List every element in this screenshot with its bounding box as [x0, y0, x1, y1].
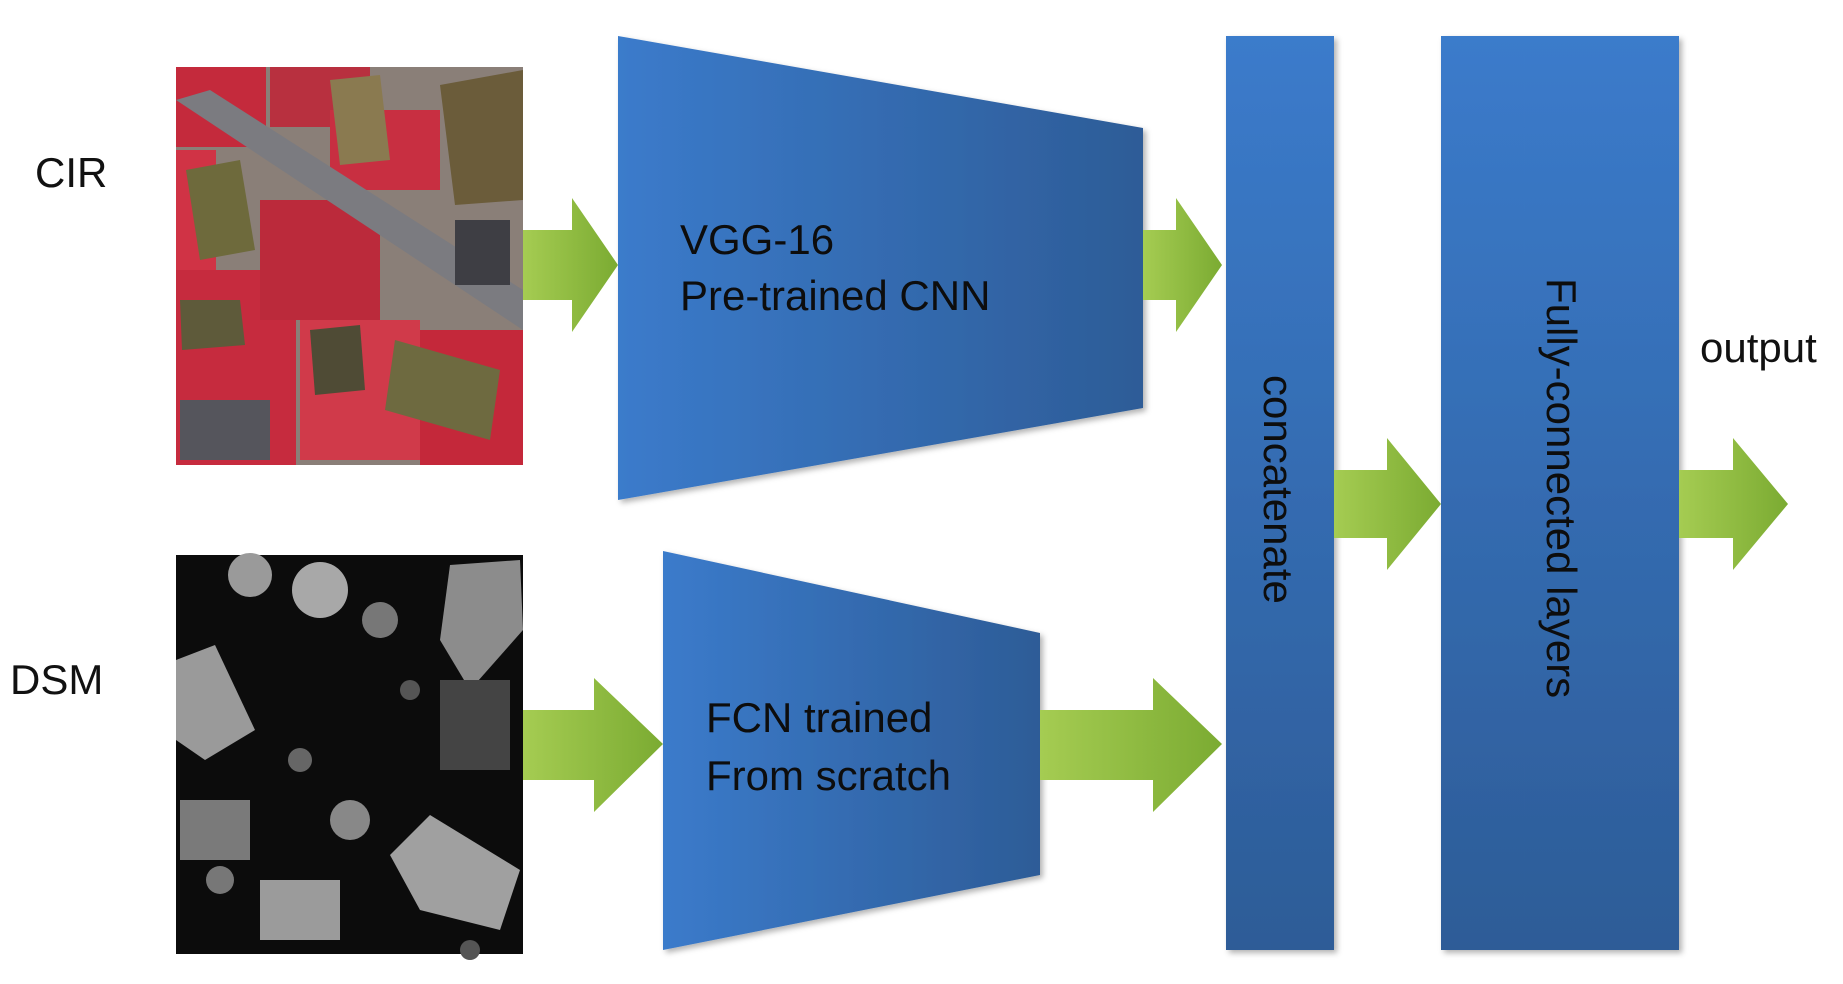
fcn-title: FCN trained — [706, 694, 932, 741]
cir-label: CIR — [35, 149, 107, 196]
fully-connected-block — [1441, 36, 1679, 950]
arrow-vgg-to-concat — [1143, 198, 1222, 332]
dsm-label: DSM — [10, 656, 103, 703]
arrow-cir-to-vgg — [523, 198, 618, 332]
cir-image — [176, 67, 523, 465]
vgg16-subtitle: Pre-trained CNN — [680, 272, 990, 319]
concatenate-block — [1226, 36, 1334, 950]
arrow-dsm-to-fcn — [523, 678, 663, 812]
arrow-fcn-to-concat — [1040, 678, 1222, 812]
fcn-subtitle: From scratch — [706, 752, 951, 799]
arrow-fc-to-output — [1679, 438, 1788, 570]
fcn-block — [663, 551, 1040, 950]
vgg16-title: VGG-16 — [680, 216, 834, 263]
dsm-image — [176, 553, 523, 960]
fully-connected-label: Fully-connected layers — [1538, 278, 1585, 698]
arrow-concat-to-fc — [1334, 438, 1441, 570]
vgg16-block — [618, 36, 1143, 500]
concatenate-label: concatenate — [1255, 375, 1302, 604]
output-label: output — [1700, 324, 1817, 371]
